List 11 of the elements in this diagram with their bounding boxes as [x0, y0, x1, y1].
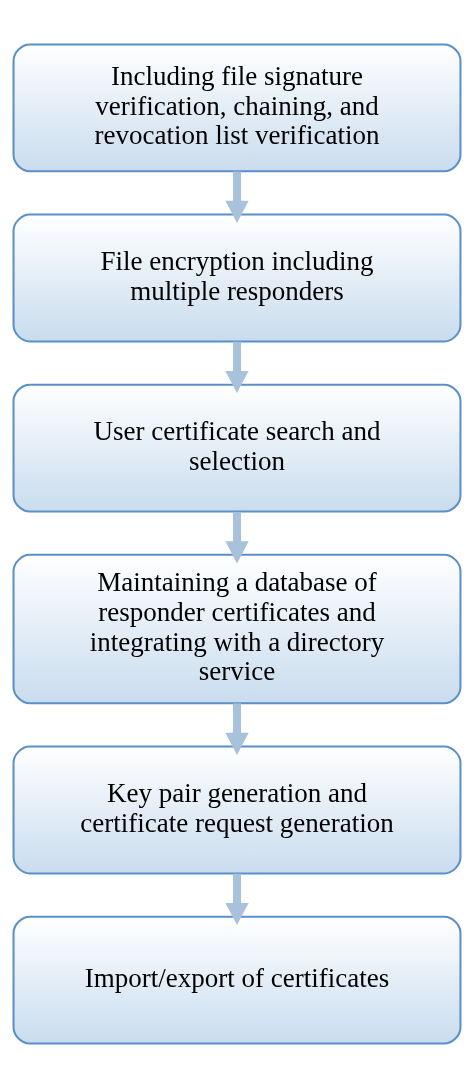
node-box: User certificate search and selection: [12, 383, 462, 513]
arrow: [225, 873, 249, 926]
arrow: [225, 703, 249, 755]
arrow: [225, 171, 249, 223]
node-box: Import/export of certificates: [12, 915, 462, 1045]
node-box: Maintaining a database of responder certificates and integrating with a directory service: [12, 553, 462, 705]
node-box: File encryption including multiple responders: [12, 213, 462, 343]
arrow: [225, 511, 249, 564]
node-box: Key pair generation and certificate request generation: [12, 745, 462, 875]
node-box: Including file signature verification, chaining, and revocation list verification: [12, 43, 462, 173]
arrow: [225, 341, 249, 394]
